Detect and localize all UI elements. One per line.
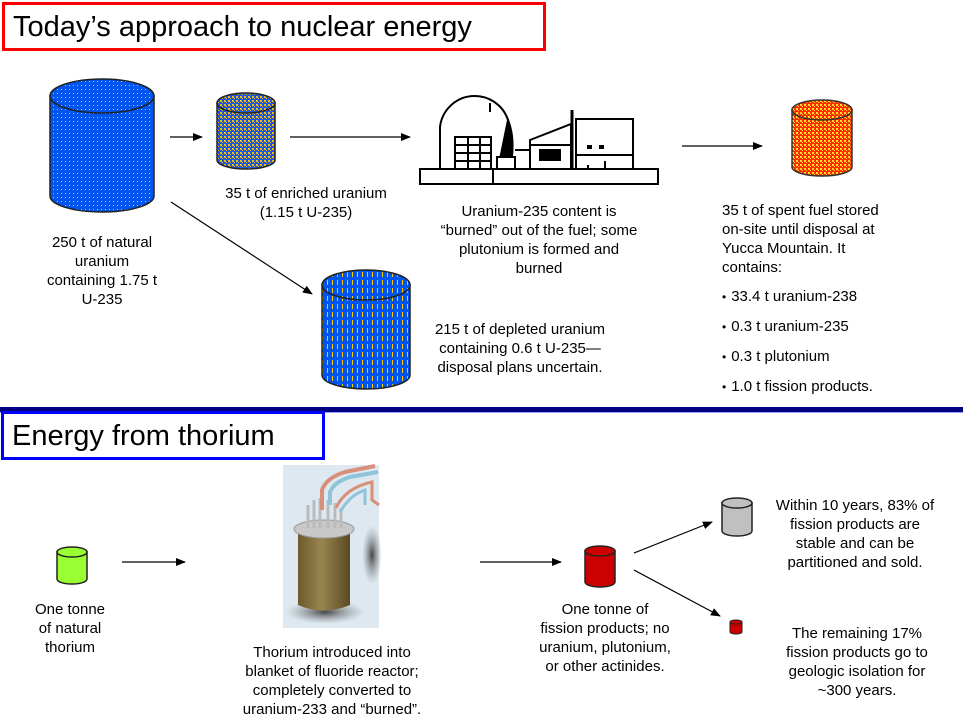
arrow-fission-to-remaining (633, 569, 721, 617)
label-line: (1.15 t U-235) (259, 204, 353, 221)
label-line: Yucca Mountain. It (722, 240, 846, 257)
label-line: uranium (74, 253, 130, 270)
natural-uranium-label: 250 t of natural uranium containing 1.75… (22, 233, 182, 309)
blue-striped-cylinder-icon (321, 269, 411, 390)
fluoride-reactor-vessel-icon (283, 464, 382, 628)
reactor-label: Uranium-235 content is “burned” out of t… (428, 202, 650, 278)
label-line: The remaining 17% (791, 625, 923, 642)
list-item: 1.0 t fission products. (722, 377, 942, 397)
nuclear-power-plant-icon (419, 95, 659, 185)
gray-cylinder-icon (721, 497, 753, 537)
label-line: Thorium introduced into (253, 644, 411, 661)
label-line: fission products; no (540, 620, 670, 637)
section-divider (0, 407, 963, 413)
remaining-products-label: The remaining 17% fission products go to… (757, 624, 957, 700)
title-text-thorium: Energy from thorium (12, 420, 275, 452)
label-line: 35 t of spent fuel stored (722, 202, 879, 219)
label-line: 215 t of depleted uranium (434, 321, 606, 338)
label-line: or other actinides. (545, 658, 665, 675)
stable-products-label: Within 10 years, 83% of fission products… (755, 496, 955, 572)
small-red-cylinder-icon (729, 619, 743, 635)
red-yellow-checked-cylinder-icon (791, 99, 853, 177)
label-line: “burned” out of the fuel; some (440, 222, 638, 239)
label-line: U-235 (81, 291, 123, 308)
label-line: completely converted to (252, 682, 412, 699)
label-line: uranium, plutonium, (539, 639, 671, 656)
depleted-uranium-label: 215 t of depleted uranium containing 0.6… (420, 320, 620, 377)
label-line: plutonium is formed and (458, 241, 620, 258)
list-item: 0.3 t plutonium (722, 347, 942, 367)
label-line: blanket of fluoride reactor; (245, 663, 419, 680)
spent-fuel-contents-list: 33.4 t uranium-238 0.3 t uranium-235 0.3… (722, 287, 942, 407)
enriched-uranium-label: 35 t of enriched uranium (1.15 t U-235) (196, 184, 416, 222)
label-line: of natural (38, 620, 102, 637)
fluoride-reactor-label: Thorium introduced into blanket of fluor… (222, 643, 442, 719)
label-line: containing 1.75 t (46, 272, 158, 289)
label-line: containing 0.6 t U-235— (439, 340, 601, 357)
section-title-today: Today’s approach to nuclear energy (2, 2, 546, 51)
label-line: partitioned and sold. (787, 554, 923, 571)
list-item: 33.4 t uranium-238 (722, 287, 942, 307)
label-line: burned (515, 260, 563, 277)
label-line: disposal plans uncertain. (437, 359, 603, 376)
fission-products-label: One tonne of fission products; no uraniu… (520, 600, 690, 676)
label-line: thorium (44, 639, 96, 656)
label-line: 35 t of enriched uranium (225, 185, 387, 202)
arrow-fission-to-stable (633, 521, 713, 554)
natural-thorium-label: One tonne of natural thorium (20, 600, 120, 657)
title-text-today: Today’s approach to nuclear energy (13, 11, 472, 43)
label-line: 250 t of natural (51, 234, 153, 251)
red-cylinder-icon (584, 545, 616, 588)
label-line: fission products go to (786, 644, 928, 661)
label-line: geologic isolation for (788, 663, 926, 680)
label-line: fission products are (789, 516, 921, 533)
label-line: ~300 years. (817, 682, 897, 699)
section-title-thorium: Energy from thorium (1, 411, 325, 460)
label-line: contains: (722, 259, 783, 276)
label-line: One tonne of (561, 601, 649, 618)
blue-dotted-cylinder-icon (49, 78, 155, 213)
label-line: Uranium-235 content is (461, 203, 617, 220)
green-cylinder-icon (56, 546, 88, 585)
spent-fuel-label: 35 t of spent fuel stored on-site until … (722, 201, 922, 277)
list-item: 0.3 t uranium-235 (722, 317, 942, 337)
label-line: One tonne (34, 601, 106, 618)
arrow-natural-to-depleted (170, 201, 313, 295)
blue-yellow-checked-cylinder-icon (216, 92, 276, 170)
label-line: Within 10 years, 83% of (775, 497, 935, 514)
label-line: stable and can be (795, 535, 915, 552)
label-line: on-site until disposal at (722, 221, 875, 238)
label-line: uranium-233 and “burned”. (242, 701, 422, 718)
